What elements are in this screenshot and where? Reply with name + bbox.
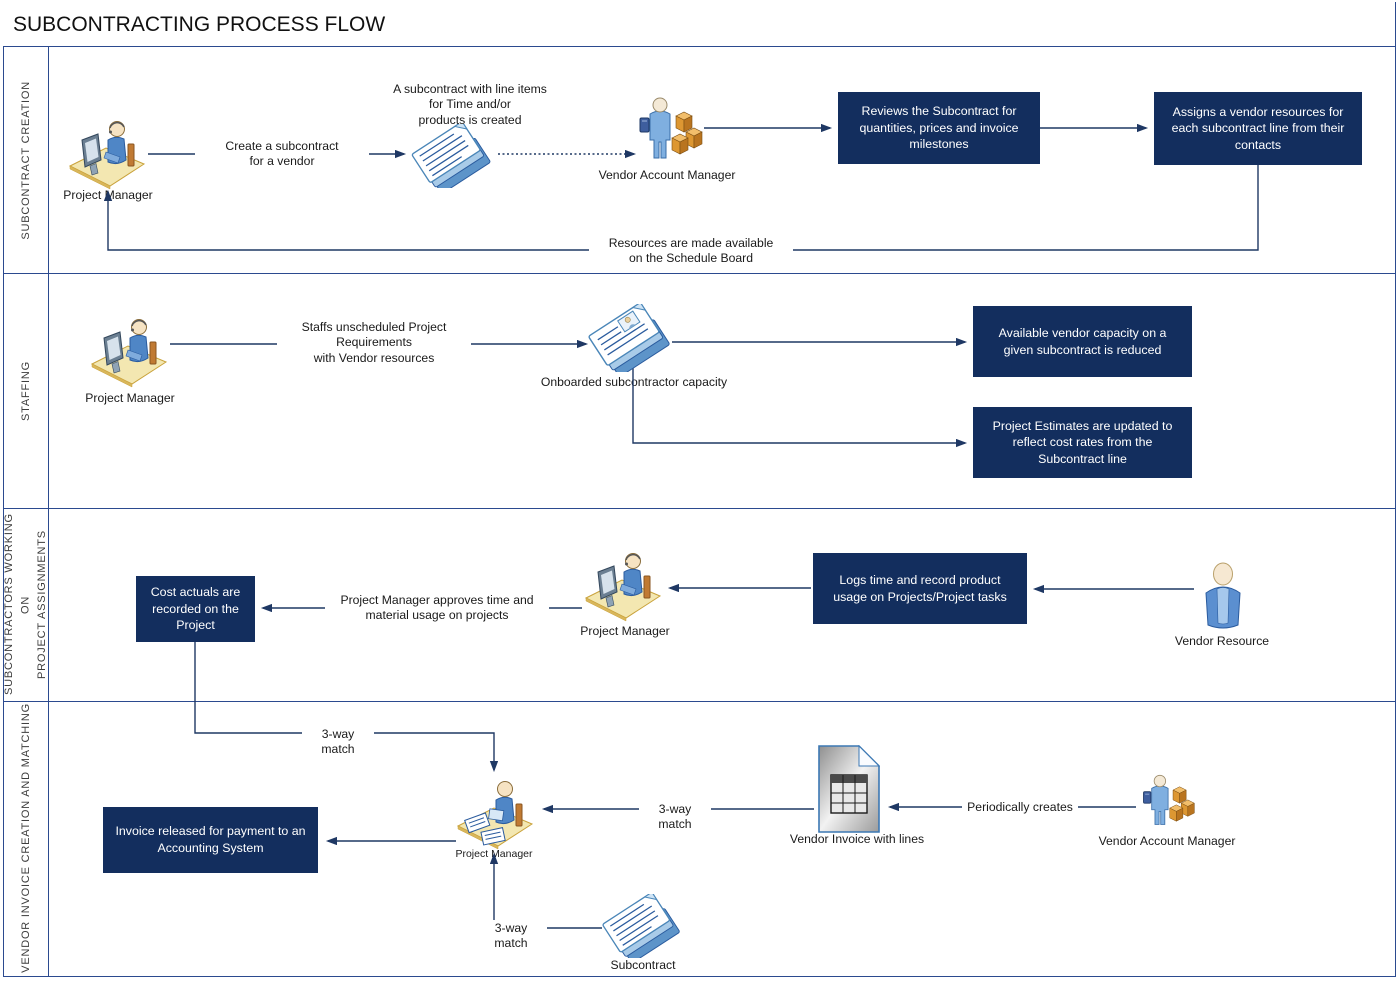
- subcontract-created-caption: A subcontract with line items for Time a…: [393, 82, 547, 127]
- lane-label-subcontractors-working: SUBCONTRACTORS WORKING ON PROJECT ASSIGN…: [3, 513, 49, 696]
- project-manager-label: Project Manager: [580, 624, 670, 638]
- process-box-logs-time[interactable]: Logs time and record product usage on Pr…: [813, 553, 1027, 624]
- process-box-assign[interactable]: Assigns a vendor resources for each subc…: [1154, 92, 1362, 165]
- process-box-cost-actuals[interactable]: Cost actuals are recorded on the Project: [136, 576, 255, 642]
- edge-label-create-subcontract: Create a subcontract for a vendor: [195, 138, 369, 171]
- edge-label-3way-match-bottom: 3-way match: [475, 920, 547, 953]
- lane-subcontractors-working: SUBCONTRACTORS WORKING ON PROJECT ASSIGN…: [3, 508, 49, 701]
- edge-label-3way-match-top: 3-way match: [302, 726, 374, 759]
- lane-divider-1: [3, 273, 1395, 274]
- project-manager-label: Project Manager: [63, 188, 153, 202]
- lane-vendor-invoice: VENDOR INVOICE CREATION AND MATCHING: [4, 701, 48, 975]
- project-manager-label: Project Manager: [455, 848, 533, 860]
- lane-divider-2: [3, 508, 1395, 509]
- process-box-capacity[interactable]: Available vendor capacity on a given sub…: [973, 306, 1192, 377]
- process-box-invoice-released[interactable]: Invoice released for payment to an Accou…: [103, 807, 318, 873]
- edge-label-periodically-creates: Periodically creates: [962, 799, 1078, 817]
- lane-label-vendor-invoice: VENDOR INVOICE CREATION AND MATCHING: [19, 703, 32, 973]
- process-box-estimates[interactable]: Project Estimates are updated to reflect…: [973, 407, 1192, 478]
- lane-subcontract-creation: SUBCONTRACT CREATION: [4, 47, 48, 273]
- lane-divider-3: [3, 701, 1395, 702]
- edge-label-3way-match-mid: 3-way match: [639, 801, 711, 834]
- process-box-review[interactable]: Reviews the Subcontract for quantities, …: [838, 92, 1040, 164]
- edge-label-staffs-requirements: Staffs unscheduled Project Requirements …: [277, 319, 471, 367]
- project-manager-label: Project Manager: [85, 391, 175, 405]
- onboarded-capacity-caption: Onboarded subcontractor capacity: [540, 375, 728, 389]
- lane-label-staffing: STAFFING: [19, 360, 32, 421]
- edge-label-resources-available: Resources are made available on the Sche…: [589, 235, 793, 268]
- vendor-invoice-caption: Vendor Invoice with lines: [789, 832, 925, 846]
- vendor-account-manager-label: Vendor Account Manager: [598, 168, 736, 182]
- diagram-title: SUBCONTRACTING PROCESS FLOW: [3, 2, 1395, 47]
- lane-staffing: STAFFING: [4, 273, 48, 508]
- subcontract-caption: Subcontract: [610, 958, 676, 972]
- vendor-account-manager-label: Vendor Account Manager: [1098, 834, 1236, 848]
- lane-label-column-divider: [48, 47, 49, 976]
- lane-label-subcontract-creation: SUBCONTRACT CREATION: [19, 80, 32, 240]
- edge-label-pm-approves: Project Manager approves time and materi…: [325, 592, 549, 625]
- vendor-resource-label: Vendor Resource: [1174, 634, 1270, 648]
